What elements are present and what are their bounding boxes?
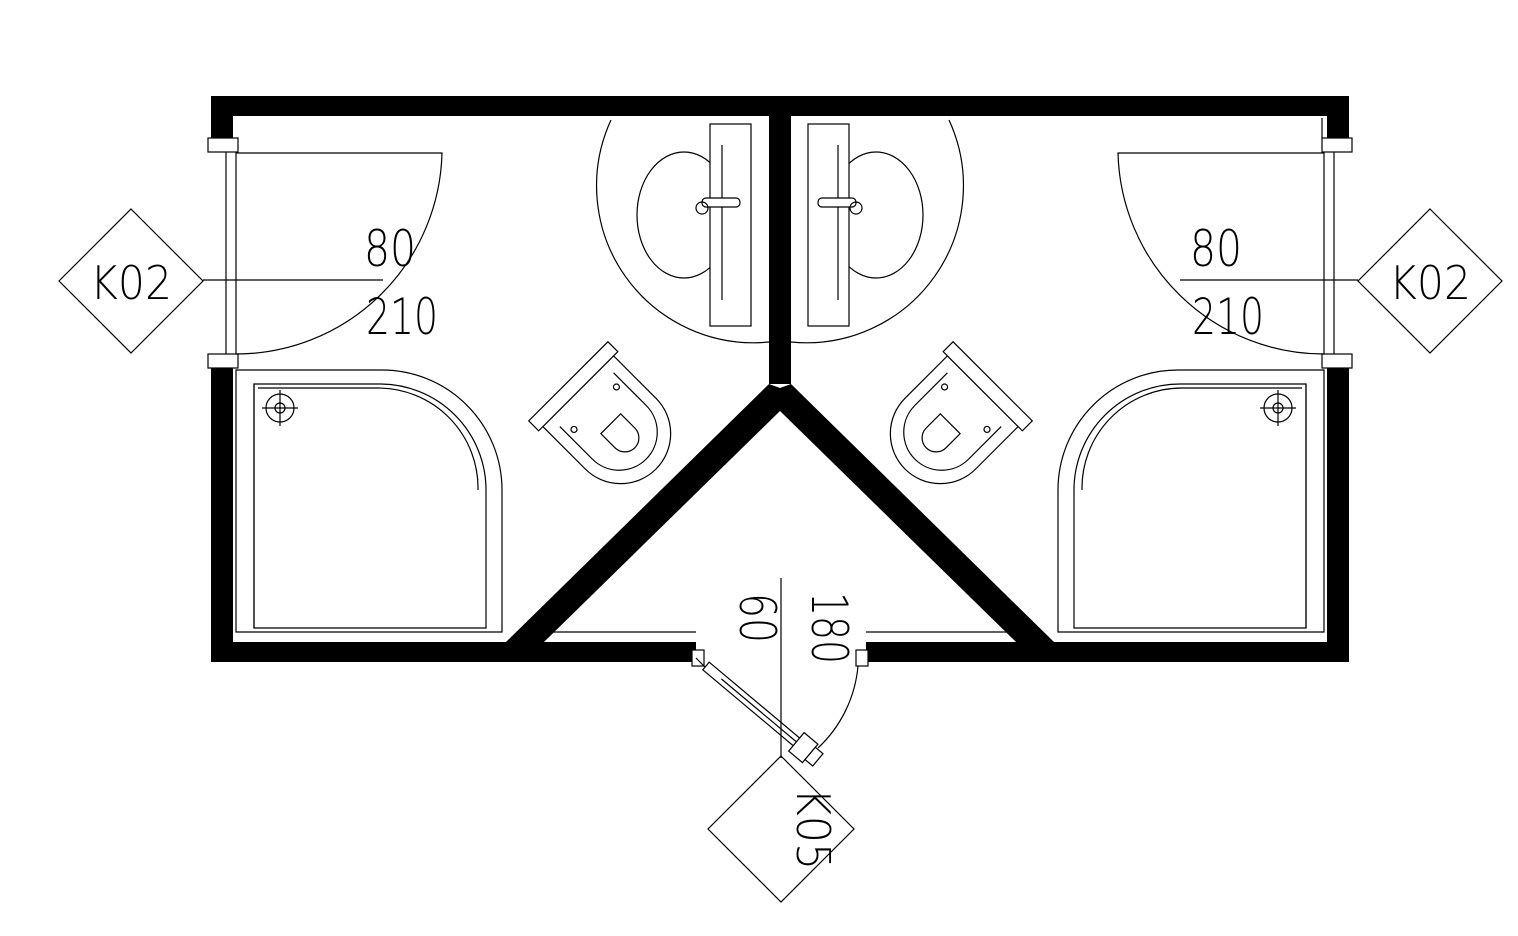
sink-left [596, 119, 770, 344]
window-left [203, 137, 443, 369]
center-wall [769, 96, 791, 384]
window-left-tag-label: K02 [90, 256, 172, 310]
window-left-tag-diamond [58, 208, 204, 354]
shower-right [1057, 369, 1325, 633]
bottom-wall-right [866, 642, 1349, 662]
window-right-height-dim: 210 [1192, 288, 1264, 346]
right-wall-upper [1327, 96, 1349, 138]
entry-door-height-dim: 180 [800, 592, 858, 664]
shower-right-tray-outer [1057, 369, 1325, 633]
bottom-wall-left [211, 642, 696, 662]
window-left-swing-arc [235, 152, 443, 355]
left-wall-lower [211, 368, 233, 662]
toilet-right [889, 340, 1034, 485]
window-right-width-dim: 80 [1190, 220, 1242, 278]
window-right-tag-diamond [1357, 208, 1503, 354]
sink-right-clearance-arc [790, 119, 964, 344]
left-wall-upper [211, 96, 233, 138]
diagonal-wall-left [506, 384, 780, 642]
sink-right [790, 119, 964, 344]
entry-door-leaf [701, 661, 824, 767]
entry-door-swing-arc [817, 665, 859, 749]
shower-left-tray-outer [235, 369, 503, 633]
entry-door-tag-label: K05 [786, 788, 840, 870]
shower-left [235, 369, 503, 633]
sink-left-clearance-arc [596, 119, 770, 344]
window-left-width-dim: 80 [364, 220, 416, 278]
walls [211, 96, 1349, 662]
right-wall-lower [1327, 368, 1349, 662]
entry-door-tag-diamond [707, 755, 855, 903]
window-right-swing-arc [1117, 152, 1325, 355]
diagonal-wall-right [780, 384, 1054, 642]
window-right [1117, 118, 1358, 369]
entry-door-width-dim: 60 [728, 593, 786, 643]
entry-door [548, 578, 1012, 767]
window-right-tag-label: K02 [1389, 256, 1471, 310]
toilet-left [527, 340, 672, 485]
window-left-height-dim: 210 [366, 288, 438, 346]
